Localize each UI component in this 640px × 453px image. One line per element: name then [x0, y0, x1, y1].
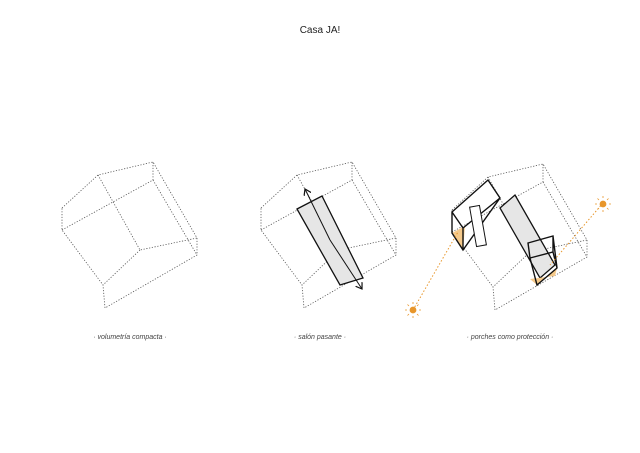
porch-shade-left	[452, 226, 465, 250]
caption-porches: · porches como protección ·	[466, 334, 554, 341]
porch-right	[527, 235, 558, 287]
sun-ray-right	[549, 202, 604, 266]
caption-through-living: · salón pasante ·	[293, 334, 347, 341]
porches-group	[405, 178, 611, 318]
house-compact-volume	[61, 161, 198, 309]
living-strip	[296, 189, 364, 289]
caption-compact-volume: · volumetría compacta ·	[93, 334, 167, 341]
sun-icon	[405, 302, 421, 318]
sun-ray-left	[412, 231, 459, 311]
diagram-title: Casa JA!	[299, 25, 341, 36]
arrow-up-icon	[305, 189, 331, 241]
stair	[469, 204, 487, 248]
porch-shade-right	[530, 268, 557, 285]
arrow-down-icon	[329, 239, 362, 289]
sun-icon	[595, 196, 611, 212]
